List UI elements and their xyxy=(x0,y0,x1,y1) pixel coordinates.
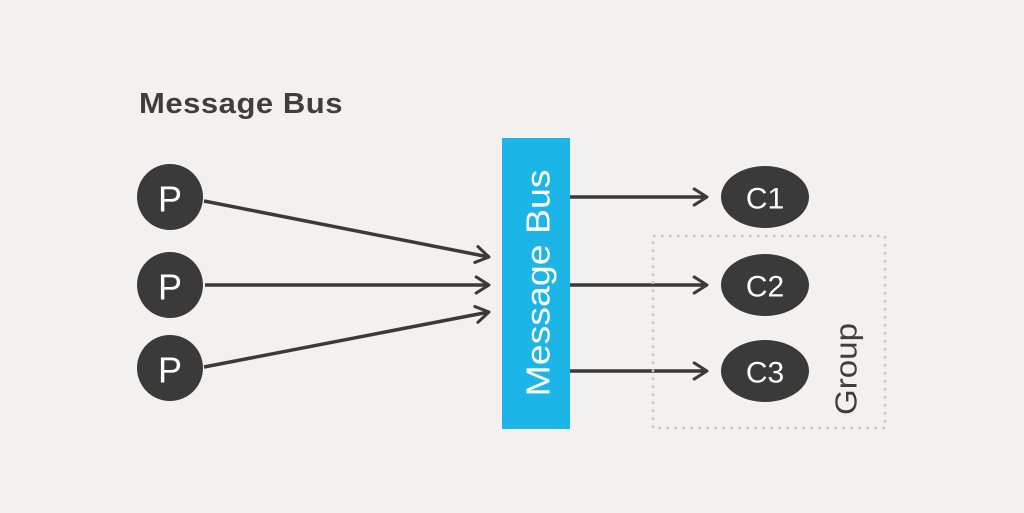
consumer-node-c3: C3 xyxy=(721,340,809,402)
producer-label-2: P xyxy=(158,267,182,308)
consumer-ellipse-c2 xyxy=(721,254,809,316)
consumer-label-c1: C1 xyxy=(746,183,784,216)
consumer-label-c3: C3 xyxy=(746,357,784,390)
producer-node-2: P xyxy=(137,252,203,318)
consumer-ellipse-c3 xyxy=(721,340,809,402)
producer-node-1: P xyxy=(137,164,203,230)
producer-arrows xyxy=(203,199,491,369)
producer-circle-1 xyxy=(137,164,203,230)
consumer-node-c2: C2 xyxy=(721,254,809,316)
diagram-title: Message Bus xyxy=(139,88,343,120)
message-bus-label: Message Bus xyxy=(520,170,557,397)
arrow-p1-to-bus xyxy=(203,199,491,264)
message-bus-rect xyxy=(502,138,570,429)
consumer-ellipse-c1 xyxy=(721,166,809,228)
consumer-node-c1: C1 xyxy=(721,166,809,228)
consumer-label-c2: C2 xyxy=(746,271,784,304)
producer-label-3: P xyxy=(158,350,182,391)
producer-label-1: P xyxy=(158,179,182,220)
consumer-group-box: Group xyxy=(651,234,887,430)
message-bus-node: Message Bus xyxy=(502,138,570,429)
arrow-p3-to-bus xyxy=(203,305,491,369)
consumer-arrows xyxy=(570,187,709,381)
group-dotted-border xyxy=(651,234,887,430)
producer-circle-2 xyxy=(137,252,203,318)
producer-circle-3 xyxy=(137,335,203,401)
group-label: Group xyxy=(829,323,864,415)
producer-node-3: P xyxy=(137,335,203,401)
